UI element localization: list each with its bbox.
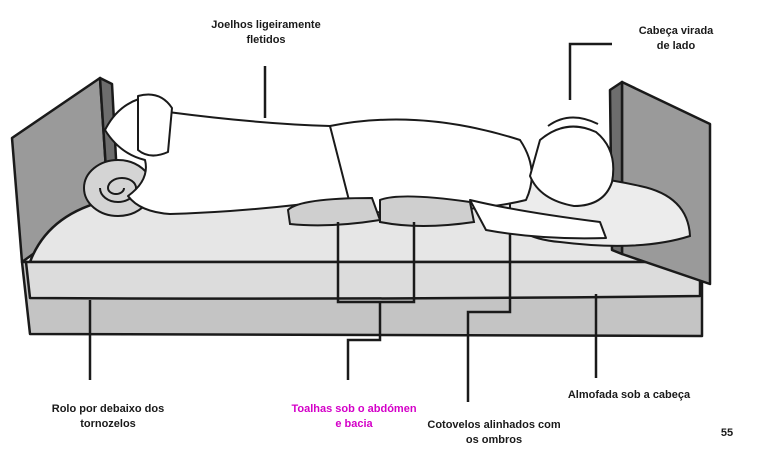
pillow-label: Almofada sob a cabeça <box>526 388 732 403</box>
head <box>530 127 613 206</box>
towels <box>288 196 474 226</box>
headboard <box>622 82 710 284</box>
page-number: 55 <box>712 426 742 441</box>
